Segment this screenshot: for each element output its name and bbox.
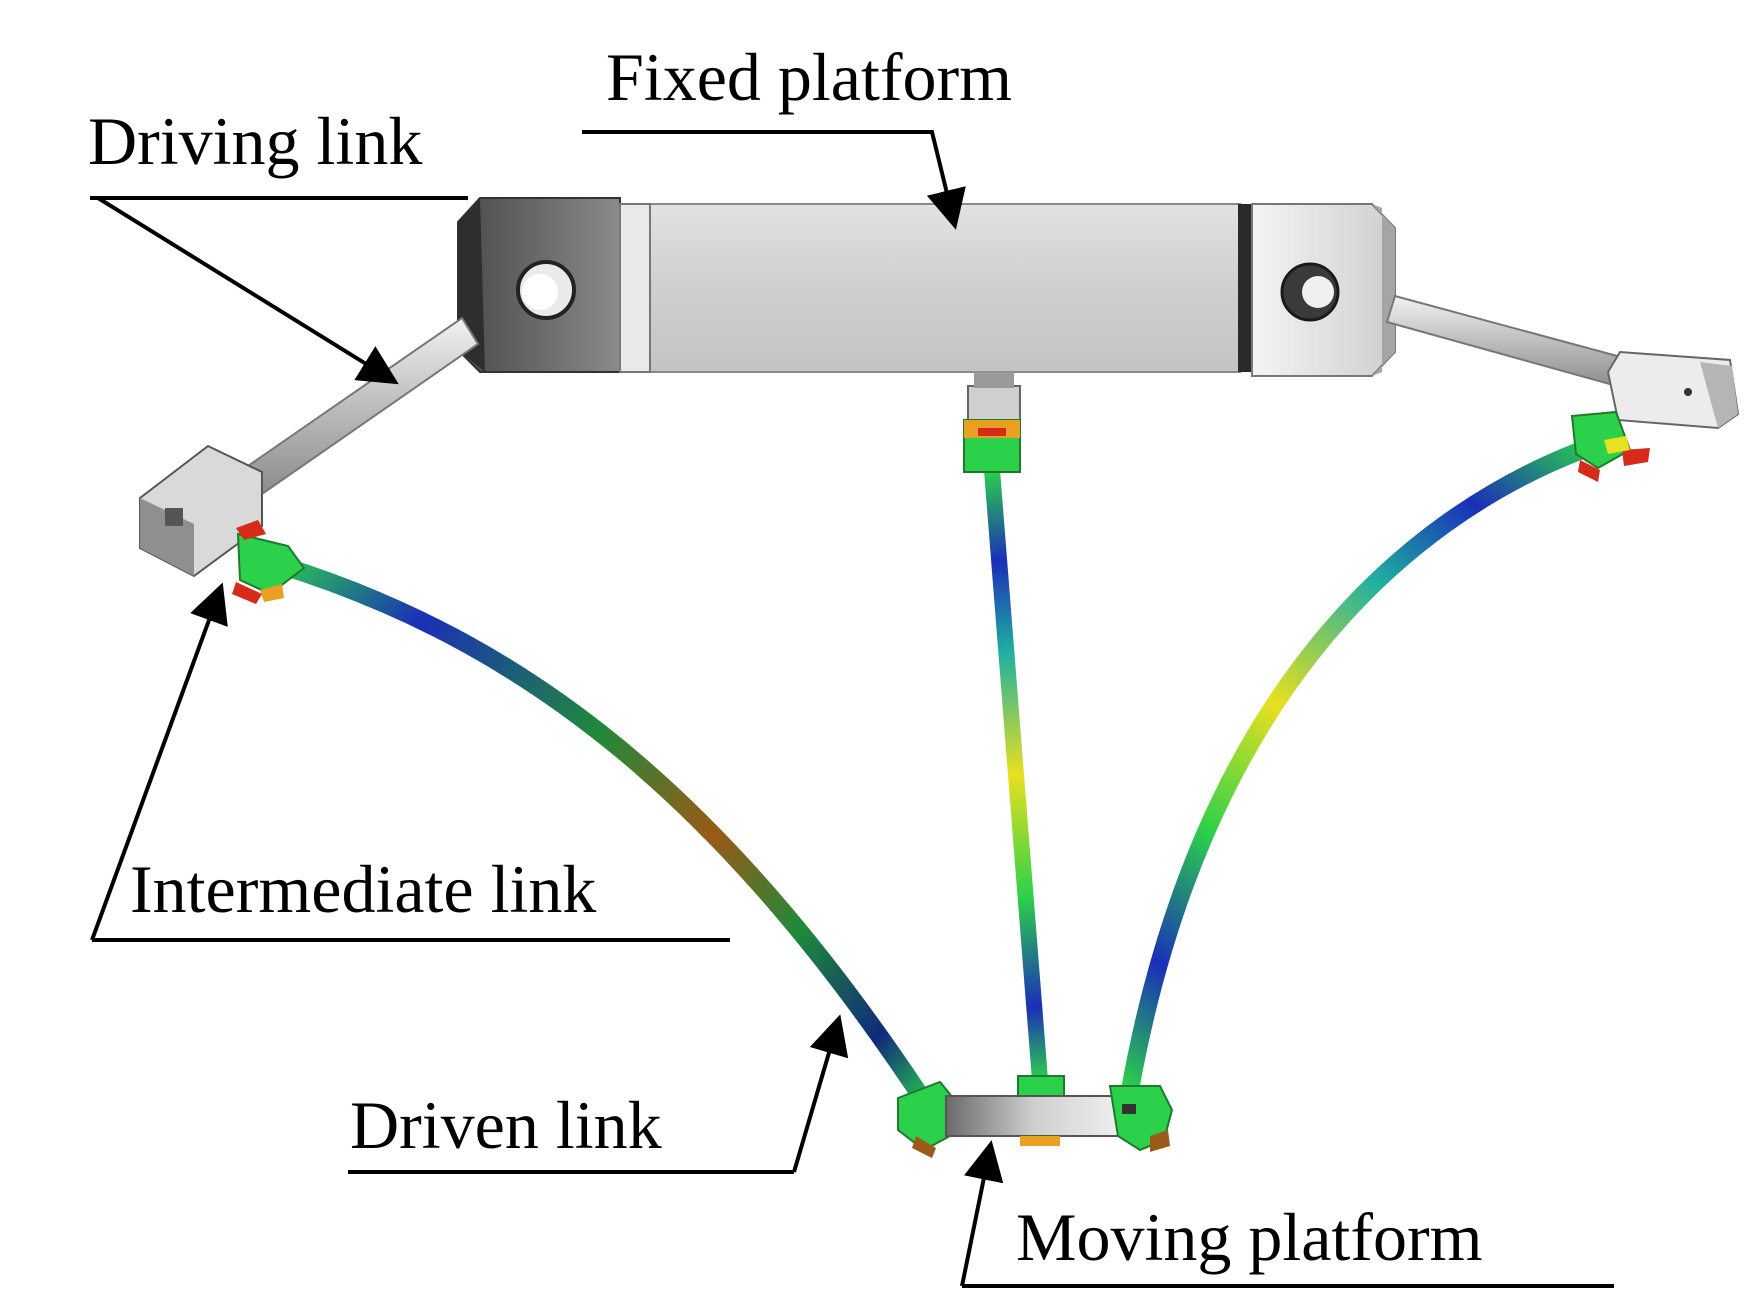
moving-platform-arrow: [960, 1140, 1004, 1287]
left-intermediate-joint: [232, 520, 306, 604]
right-intermediate-joint: [1570, 410, 1650, 482]
label-fixed-platform: Fixed platform: [606, 39, 1012, 115]
center-connector: [967, 385, 1021, 421]
label-driven-link: Driven link: [350, 1087, 662, 1163]
fixed-platform-leader: [582, 130, 966, 230]
left-driving-rod: [243, 316, 480, 496]
label-driving-link: Driving link: [88, 103, 422, 179]
left-flexible-link: [271, 556, 939, 1119]
fixed-platform: [457, 197, 1396, 421]
right-driving-rod: [1385, 294, 1634, 390]
moving-platform-body: [945, 1095, 1123, 1137]
driving-links: [139, 294, 1740, 578]
label-intermediate-link: Intermediate link: [130, 851, 596, 927]
label-moving-platform: Moving platform: [1016, 1199, 1483, 1275]
labels: Fixed platform Driving link Intermediate…: [88, 39, 1483, 1275]
driving-link-arrow-rod: [96, 196, 399, 385]
moving-platform: [897, 1075, 1174, 1158]
center-top-joint: [963, 419, 1021, 473]
right-flexible-link: [1121, 441, 1591, 1099]
intermediate-link-arrow: [90, 582, 228, 941]
annotation-leaders: [90, 130, 1614, 1288]
fixed-platform-body: [619, 203, 1241, 373]
joints: [232, 410, 1650, 604]
center-flexible-link: [984, 462, 1048, 1088]
flexible-links: [271, 441, 1591, 1119]
driven-link-arrow: [792, 1014, 849, 1173]
moving-center-cap: [1017, 1075, 1065, 1097]
